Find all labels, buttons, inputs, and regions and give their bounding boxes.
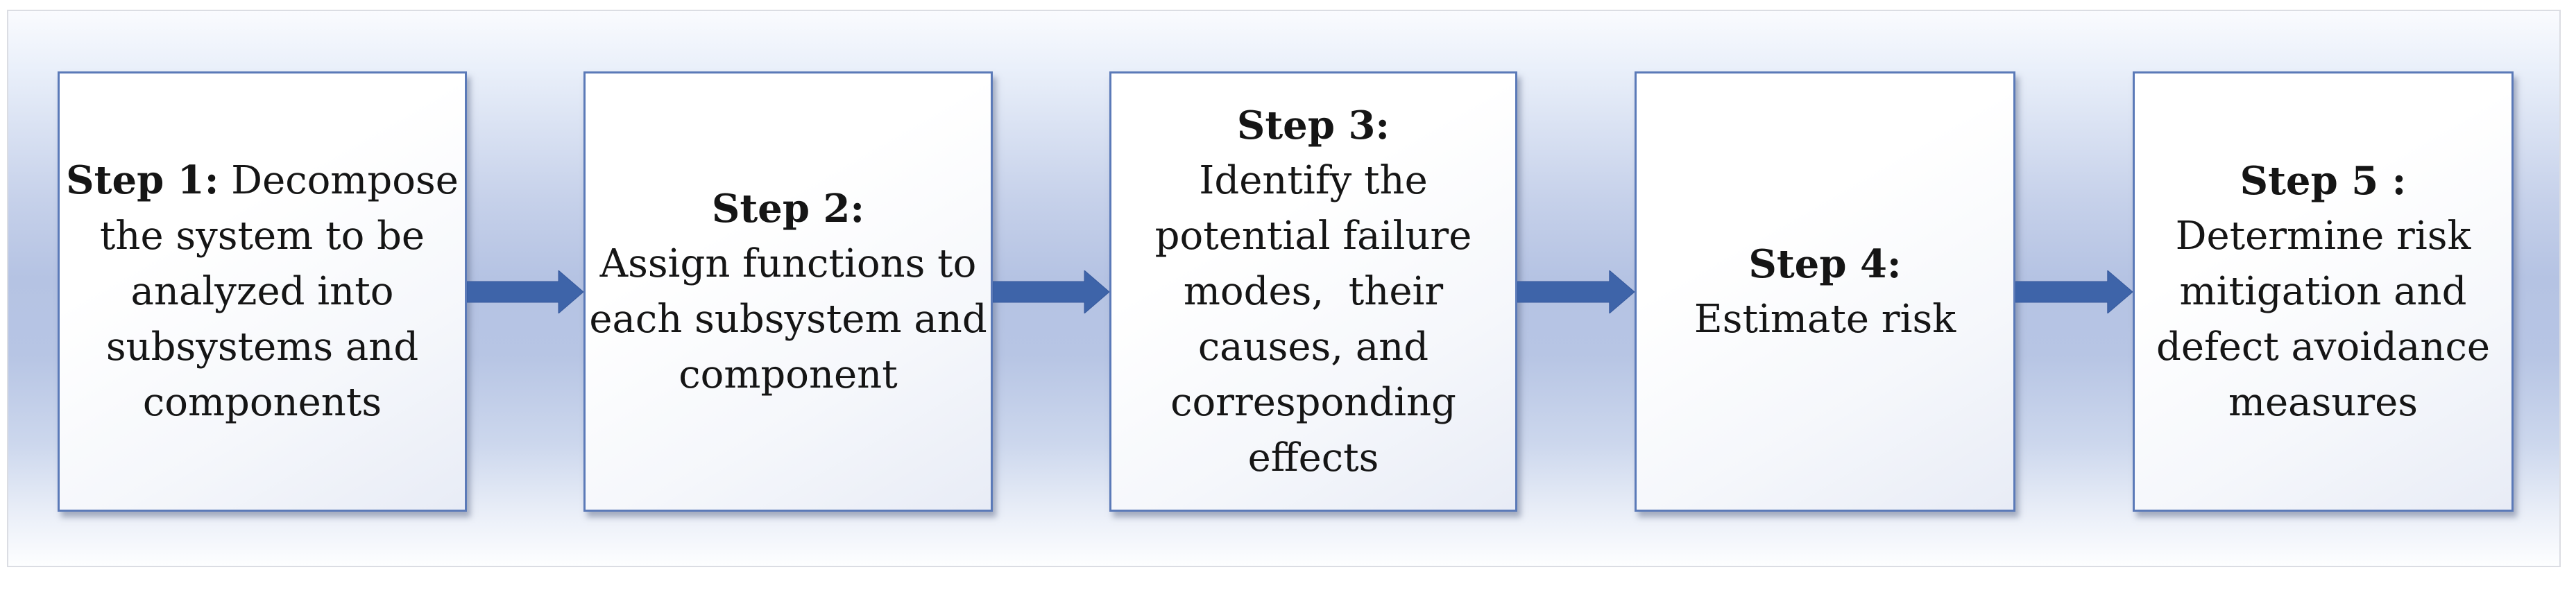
arrow-right-icon (993, 270, 1109, 313)
step-1-text: Step 1: Decompose the system to be analy… (66, 153, 459, 431)
step-5-label: Step 5 : (2240, 157, 2407, 204)
arrow-right-icon (467, 270, 583, 313)
step-4-box: Step 4: Estimate risk (1635, 71, 2015, 512)
step-1-body: Decompose the system to be analyzed into… (99, 158, 459, 425)
flow-diagram-panel: Step 1: Decompose the system to be analy… (7, 10, 2561, 567)
step-1-box: Step 1: Decompose the system to be analy… (58, 71, 467, 512)
arrow-right-icon (2015, 270, 2133, 313)
step-3-text: Step 3: Identify the potential failure mo… (1155, 98, 1472, 486)
step-4-text: Step 4: Estimate risk (1694, 236, 1956, 347)
arrow-right-shape (993, 270, 1109, 313)
step-1-label: Step 1: (66, 157, 219, 203)
arrow-right-shape (1517, 270, 1635, 313)
step-3-box: Step 3: Identify the potential failure mo… (1109, 71, 1517, 512)
step-2-body: Assign functions to each subsystem and c… (589, 241, 987, 397)
step-3-body: Identify the potential failure modes, th… (1154, 157, 1472, 481)
step-2-box: Step 2: Assign functions to each subsyste… (583, 71, 993, 512)
arrow-right-icon (1517, 270, 1635, 313)
step-5-text: Step 5 : Determine risk mitigation and de… (2156, 153, 2490, 431)
step-3-label: Step 3: (1236, 102, 1390, 148)
step-2-label: Step 2: (711, 185, 865, 232)
step-4-body: Estimate risk (1694, 296, 1956, 342)
arrow-right-shape (467, 270, 583, 313)
step-5-body: Determine risk mitigation and defect avo… (2156, 213, 2490, 425)
arrow-right-shape (2015, 270, 2133, 313)
step-5-box: Step 5 : Determine risk mitigation and de… (2133, 71, 2514, 512)
step-4-label: Step 4: (1748, 241, 1902, 287)
step-2-text: Step 2: Assign functions to each subsyste… (589, 181, 987, 403)
